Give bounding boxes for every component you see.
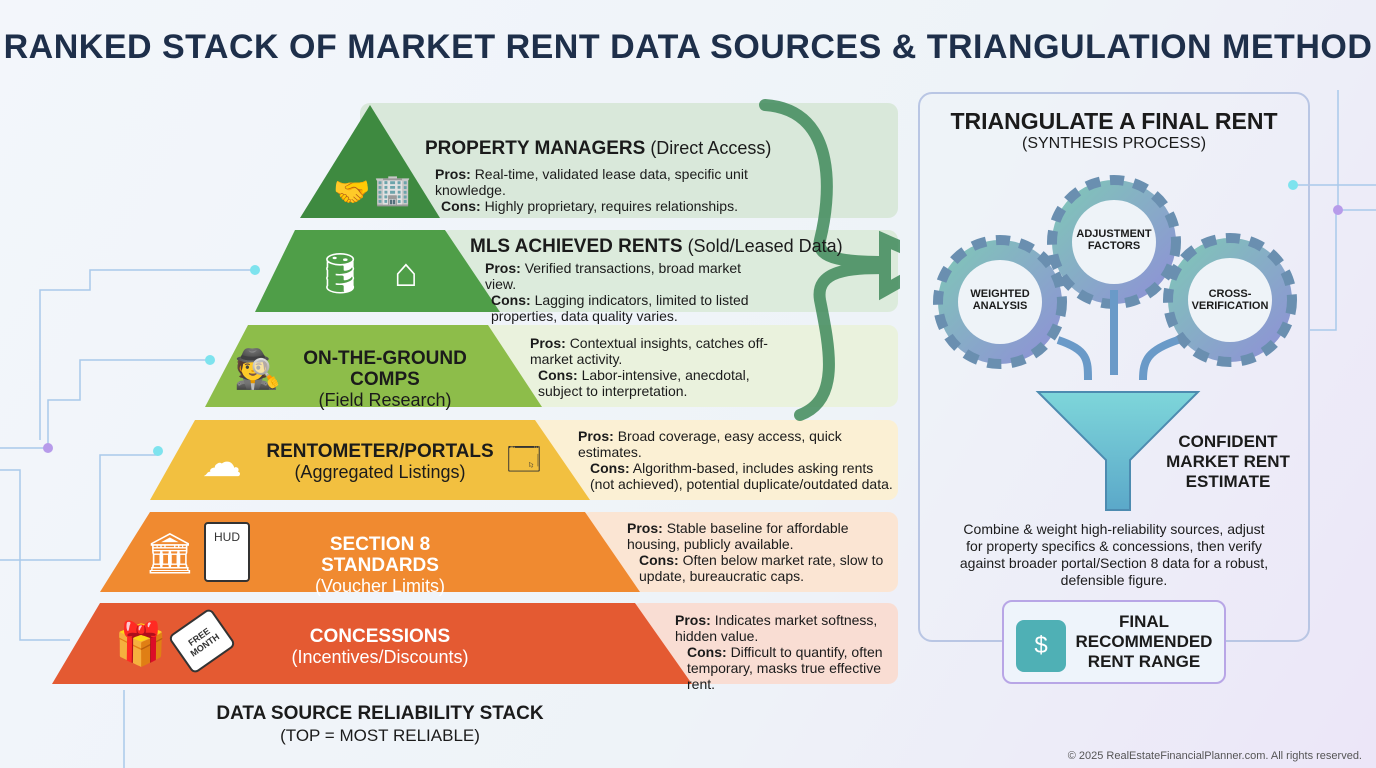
tier-shape-1: [300, 105, 440, 218]
panel-subtitle: (SYNTHESIS PROCESS): [1021, 135, 1207, 152]
tier-pros-cons-5: Pros: Stable baseline for affordable hou…: [627, 520, 884, 584]
panel-description: Combine & weight high-reliability source…: [959, 521, 1269, 588]
synthesis-graphic: [933, 175, 1297, 511]
gear-cross-verification: [1163, 233, 1297, 367]
handshake-icon: 🤝: [333, 175, 371, 209]
gift-percent-icon: 🎁: [114, 619, 168, 667]
tier-title-3: ON-THE-GROUND COMPS(Field Research): [303, 348, 467, 410]
tier-band-4: [520, 420, 898, 500]
tier-title-6: CONCESSIONS(Incentives/Discounts): [291, 626, 469, 667]
panel-heading: TRIANGULATE A FINAL RENT (SYNTHESIS PROC…: [918, 108, 1310, 153]
panel-title: TRIANGULATE A FINAL RENT: [950, 108, 1278, 134]
database-check-icon: 🛢: [314, 251, 366, 296]
tier-shape-4: [150, 420, 590, 500]
building-icon: 🏢: [374, 173, 412, 207]
final-range-label: FINAL RECOMMENDED RENT RANGE: [1075, 612, 1213, 671]
lock-dollar-icon: $: [1016, 620, 1066, 672]
result-label: CONFIDENT MARKET RENT ESTIMATE: [1166, 432, 1290, 491]
gear-label-cross: CROSS-VERIFICATION: [1191, 288, 1269, 312]
government-building-icon: 🏛: [144, 531, 196, 576]
tier-pros-cons-6: Pros: Indicates market softness, hidden …: [675, 612, 883, 692]
gear-label-weighted: WEIGHTED ANALYSIS: [970, 288, 1030, 312]
tier-band-5: [580, 512, 898, 592]
copyright-footer: © 2025 RealEstateFinancialPlanner.com. A…: [1067, 750, 1362, 762]
tier-pros-cons-4: Pros: Broad coverage, easy access, quick…: [578, 428, 893, 492]
cloud-upload-icon: ☁: [202, 441, 242, 485]
reliability-pyramid: [52, 99, 900, 684]
funnel-icon: [1035, 391, 1201, 511]
gear-weighted-analysis: [933, 235, 1067, 369]
merge-arrow: [759, 99, 900, 421]
tier-title-2: MLS ACHIEVED RENTS (Sold/Leased Data): [470, 236, 843, 257]
gear-adjustment-factors: [1047, 175, 1181, 309]
tier-pros-cons-3: Pros: Contextual insights, catches off-m…: [530, 335, 768, 399]
tier-pros-cons-1: Pros: Real-time, validated lease data, s…: [435, 166, 748, 214]
stack-caption-title: DATA SOURCE RELIABILITY STACK: [216, 703, 544, 724]
gear-label-adjustment: ADJUSTMENT FACTORS: [1076, 228, 1152, 252]
tier-shape-2: [255, 230, 500, 312]
page-title: RANKED STACK OF MARKET RENT DATA SOURCES…: [3, 28, 1373, 66]
stack-caption: DATA SOURCE RELIABILITY STACK (TOP = MOS…: [190, 703, 570, 747]
browser-window-icon: 🗔: [506, 441, 542, 477]
tier-shape-3: [205, 325, 542, 407]
house-icon: ⌂: [393, 250, 419, 295]
tier-title-4: RENTOMETER/PORTALS(Aggregated Listings): [266, 441, 494, 482]
tier-title-1: PROPERTY MANAGERS (Direct Access): [425, 138, 772, 159]
tier-pros-cons-2: Pros: Verified transactions, broad marke…: [485, 260, 749, 324]
hud-certificate-icon: HUD: [204, 522, 250, 582]
stack-caption-sub: (TOP = MOST RELIABLE): [280, 726, 480, 745]
flow-arrows: [1056, 290, 1180, 381]
person-magnifier-icon: 🕵: [234, 349, 282, 391]
tier-title-5: SECTION 8 STANDARDS(Voucher Limits): [314, 534, 446, 596]
